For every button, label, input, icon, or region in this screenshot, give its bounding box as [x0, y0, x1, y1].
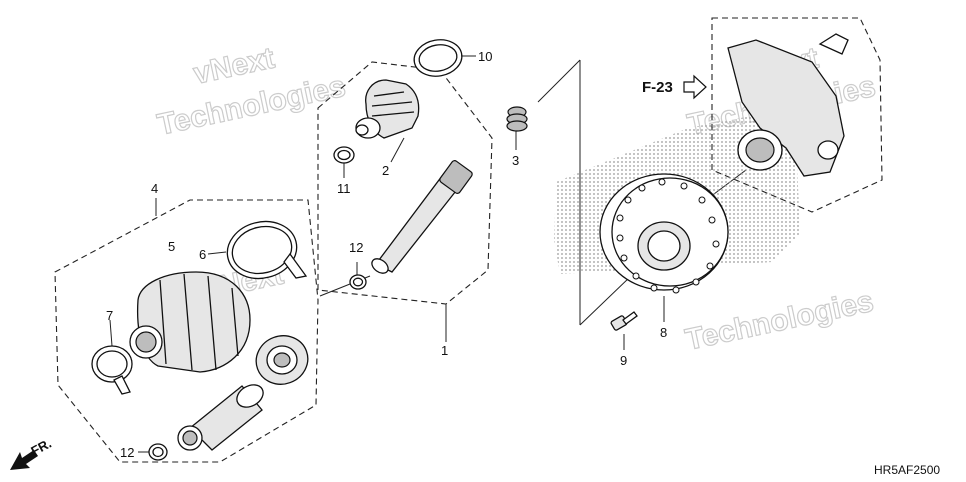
arrow-right-icon: [683, 74, 707, 100]
callout-6: 6: [199, 247, 206, 262]
callout-2: 2: [382, 163, 389, 178]
callout-10: 10: [478, 49, 492, 64]
band-clamp-part-7: [91, 345, 133, 395]
joint-seal-part: [255, 335, 309, 385]
cv-joint-part: [177, 384, 264, 451]
band-clamp-part-6: [226, 220, 308, 280]
watermark-technologies-1: Technologies: [155, 70, 349, 142]
outer-boot-part: [129, 271, 251, 373]
washer-part-12-lower-inner: [152, 446, 164, 458]
callout-12-lower: 12: [120, 445, 134, 460]
group-box-knuckle: [711, 17, 883, 213]
driveshaft-part: [371, 160, 473, 274]
watermark-technologies-3: Technologies: [683, 285, 877, 357]
front-arrow-icon: [10, 450, 38, 470]
washer-part-12-upper-inner: [352, 277, 364, 287]
watermark-vnext-1: vNext: [191, 42, 278, 91]
group-box-axle-boot: [54, 199, 319, 463]
washer-part-11-inner: [337, 149, 351, 161]
callout-7: 7: [106, 308, 113, 323]
knuckle-part: [727, 33, 849, 177]
o-ring-part: [413, 39, 463, 77]
group-box-driveshaft: [317, 61, 493, 305]
callout-1: 1: [441, 343, 448, 358]
callout-4: 4: [151, 181, 158, 196]
callout-3: 3: [512, 153, 519, 168]
reference-label: F-23: [642, 79, 673, 96]
callout-12-upper: 12: [349, 240, 363, 255]
callout-8: 8: [660, 325, 667, 340]
inner-boot-part: [355, 79, 420, 139]
callout-5: 5: [168, 239, 175, 254]
callout-11: 11: [337, 181, 351, 196]
bolt-part: [610, 311, 638, 331]
callout-9: 9: [620, 353, 627, 368]
diagram-code: HR5AF2500: [874, 463, 940, 477]
reference-f23[interactable]: F-23: [642, 74, 707, 100]
front-indicator: FR.: [10, 436, 54, 470]
brake-disc-part: [599, 173, 729, 294]
spring-part: [506, 106, 528, 132]
